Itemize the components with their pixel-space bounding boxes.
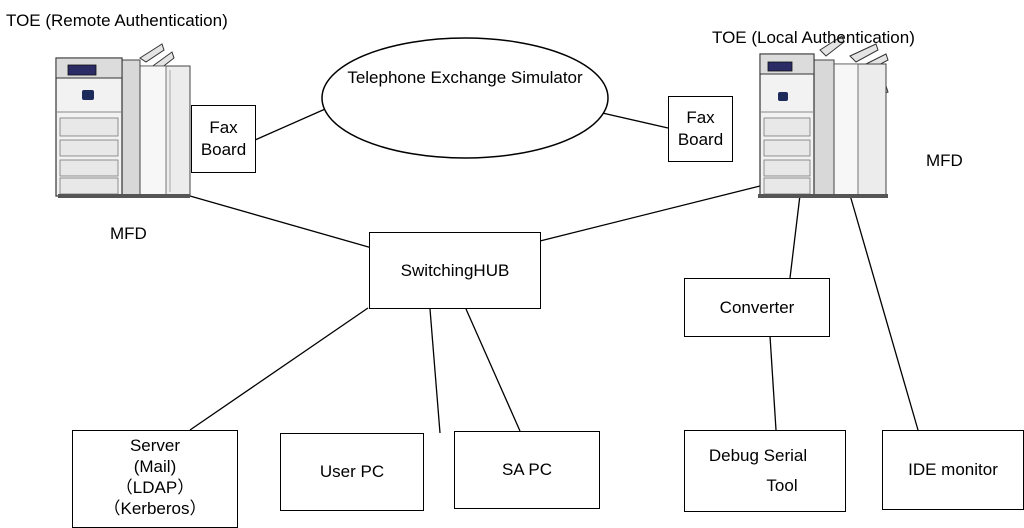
link-hub-userpc bbox=[429, 308, 441, 434]
mfd-right-icon bbox=[758, 35, 889, 198]
fax-right-line-1: Fax bbox=[686, 108, 715, 127]
mfd-right-label: MFD bbox=[926, 151, 963, 170]
server: Server (Mail) （LDAP） （Kerberos） bbox=[72, 430, 238, 528]
user-pc-label: User PC bbox=[319, 462, 385, 481]
sa-pc: SA PC bbox=[454, 431, 600, 509]
fax-board-right: Fax Board bbox=[668, 96, 733, 162]
link-converter-debug bbox=[769, 335, 777, 431]
link-fax-left-exchange bbox=[254, 105, 333, 141]
switching-hub: SwitchingHUB bbox=[369, 232, 541, 309]
debug-line-1: Debug Serial bbox=[708, 446, 808, 465]
toe-remote-label: TOE (Remote Authentication) bbox=[6, 11, 228, 30]
mfd-left-icon bbox=[55, 43, 191, 198]
fax-left-line-1: Fax bbox=[209, 118, 238, 137]
link-mfd-right-converter bbox=[789, 194, 801, 279]
server-line-2: (Mail) bbox=[133, 457, 177, 476]
fax-left-line-2: Board bbox=[200, 140, 247, 159]
debug-line-2: Tool bbox=[766, 476, 798, 495]
user-pc: User PC bbox=[280, 433, 424, 511]
exchange-node: Telephone Exchange Simulator bbox=[322, 66, 608, 89]
ide-monitor: IDE monitor bbox=[882, 430, 1024, 510]
converter: Converter bbox=[684, 278, 830, 337]
toe-local-label: TOE (Local Authentication) bbox=[712, 28, 915, 47]
link-mfd-right-ide bbox=[849, 194, 919, 431]
fax-board-left: Fax Board bbox=[191, 105, 256, 173]
converter-label: Converter bbox=[719, 297, 795, 317]
ide-monitor-label: IDE monitor bbox=[908, 460, 998, 479]
sa-pc-label: SA PC bbox=[501, 460, 553, 479]
link-hub-server bbox=[189, 307, 369, 431]
link-mfd-right-hub bbox=[539, 185, 761, 242]
link-mfd-left-hub bbox=[189, 195, 373, 249]
server-line-3: （LDAP） bbox=[115, 478, 195, 497]
link-exchange-fax-right bbox=[597, 111, 669, 129]
switching-hub-label: SwitchingHUB bbox=[400, 260, 510, 280]
server-line-1: Server bbox=[129, 436, 181, 455]
exchange-line-2: Exchange Simulator bbox=[430, 68, 583, 87]
server-line-4: （Kerberos） bbox=[103, 499, 207, 518]
debug-serial-tool: Debug Serial Tool bbox=[684, 430, 846, 512]
exchange-line-1: Telephone bbox=[347, 68, 426, 87]
exchange-ellipse bbox=[321, 37, 609, 159]
mfd-left-label: MFD bbox=[110, 224, 147, 243]
link-hub-sapc bbox=[465, 308, 521, 432]
fax-right-line-2: Board bbox=[677, 130, 724, 149]
